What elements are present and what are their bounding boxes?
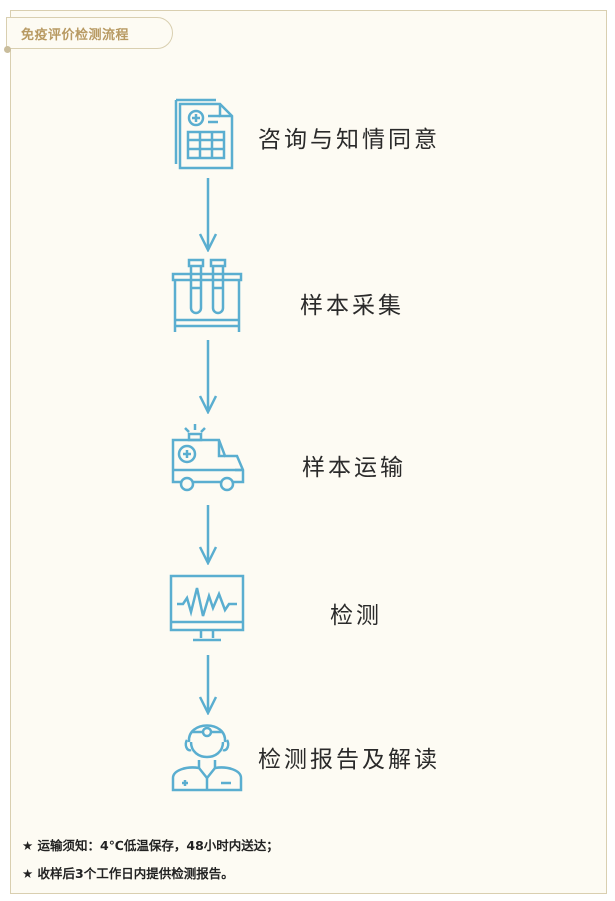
test-tubes-icon [162, 258, 252, 334]
step-label: 样本采集 [300, 293, 404, 319]
section-tab: 免疫评价检测流程 [6, 17, 173, 49]
section-title: 免疫评价检测流程 [21, 27, 130, 43]
step-label: 检测报告及解读 [258, 747, 440, 773]
clipboard-icon [162, 96, 252, 172]
doctor-icon [162, 712, 252, 792]
flow-arrow [198, 178, 218, 252]
flow-arrow [198, 505, 218, 565]
notes: ★ 运输须知：4℃低温保存，48小时内送达； ★ 收样后3个工作日内提供检测报告… [22, 832, 279, 888]
flow-arrow [198, 655, 218, 715]
tab-corner-dot [4, 46, 11, 53]
process-card [10, 10, 607, 894]
flow-arrow [198, 340, 218, 414]
note-transport: ★ 运输须知：4℃低温保存，48小时内送达； [22, 838, 279, 853]
note-report-time: ★ 收样后3个工作日内提供检测报告。 [22, 866, 234, 881]
step-label: 检测 [330, 603, 382, 629]
ambulance-icon [162, 420, 252, 492]
monitor-waveform-icon [162, 572, 252, 648]
step-label: 样本运输 [302, 455, 406, 481]
step-label: 咨询与知情同意 [258, 127, 440, 153]
